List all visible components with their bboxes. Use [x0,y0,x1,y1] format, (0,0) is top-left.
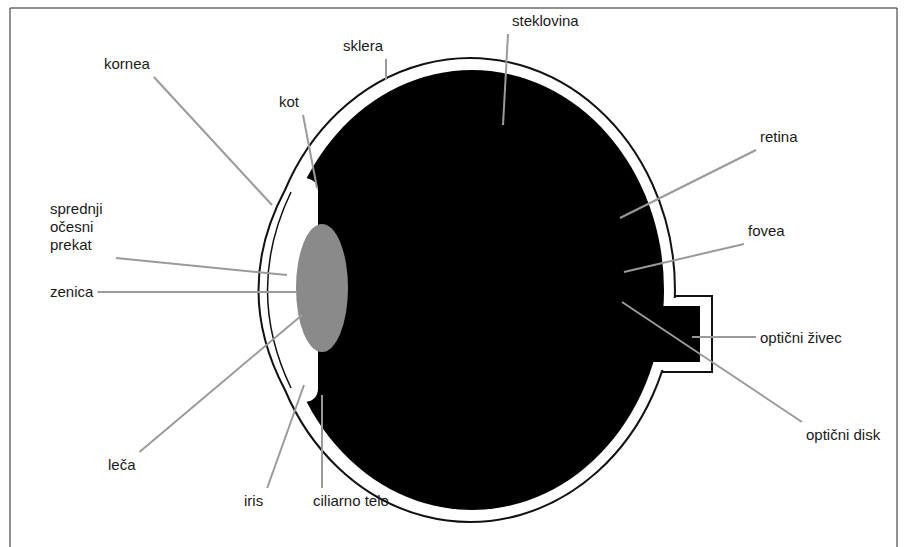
leader-line [267,385,304,488]
cornea-inner [268,192,292,388]
leader-line [385,59,387,80]
leader-line [303,115,317,188]
part-label: optični disk [806,426,880,444]
leader-line [140,315,303,452]
optic-nerve-core [650,306,700,362]
leader-line [321,395,323,488]
part-label: optični živec [760,329,842,347]
part-label: steklovina [512,12,579,30]
leader-line [620,150,756,218]
part-label: retina [760,128,798,146]
part-label: leča [108,456,136,474]
part-label: sprednji očesni prekat [50,200,112,254]
leader-line [97,291,296,293]
leader-line [624,244,744,272]
leader-line [692,336,756,338]
sclera-outline [259,58,675,522]
leader-line [116,258,287,275]
leader-line [503,34,508,125]
part-label: zenica [50,283,93,301]
part-label: iris [244,492,263,510]
leader-line [154,77,272,205]
frame [10,8,897,547]
vitreous-body [280,70,664,510]
part-label: kornea [104,55,150,73]
part-label: sklera [343,37,383,55]
part-label: fovea [748,222,785,240]
leader-line [622,302,802,422]
part-label: ciliarno telo [313,492,389,510]
optic-nerve-sheath [640,296,712,372]
lens [296,224,348,352]
part-label: kot [279,93,299,111]
